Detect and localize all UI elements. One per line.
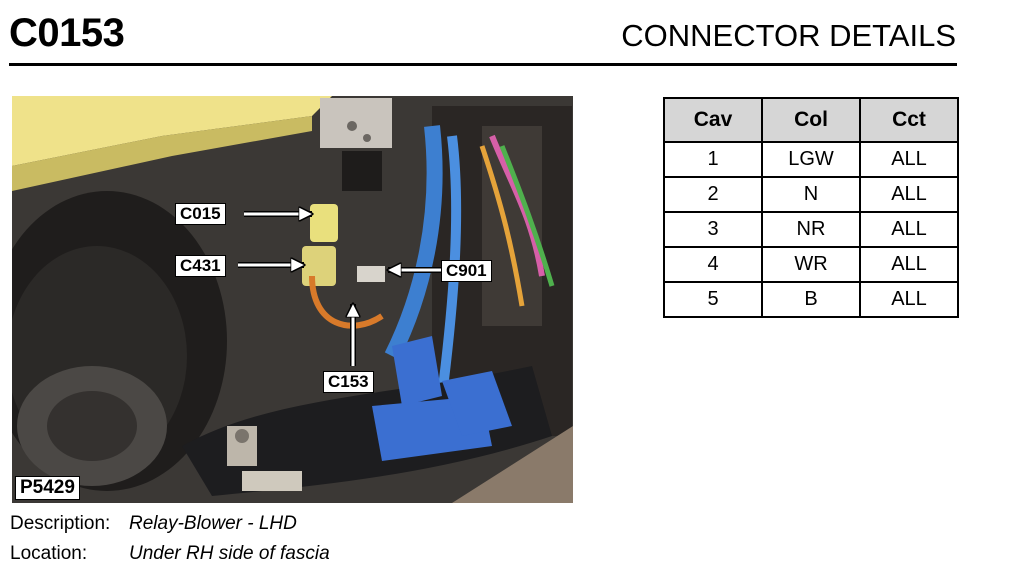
table-header-row: Cav Col Cct [663, 97, 959, 143]
table-row: 4 WR ALL [663, 246, 959, 283]
cell-cct: ALL [859, 281, 959, 318]
table-row: 2 N ALL [663, 176, 959, 213]
cell-col: NR [761, 211, 861, 248]
connector-code: C0153 [9, 11, 125, 55]
photo-id-label: P5429 [15, 476, 80, 500]
cell-cav: 4 [663, 246, 763, 283]
table-row: 3 NR ALL [663, 211, 959, 248]
callout-c901: C901 [441, 260, 492, 282]
column-header-col: Col [761, 97, 861, 143]
cell-cct: ALL [859, 141, 959, 178]
callout-c431: C431 [175, 255, 226, 277]
cell-col: LGW [761, 141, 861, 178]
callout-c015: C015 [175, 203, 226, 225]
column-header-cav: Cav [663, 97, 763, 143]
location-value: Under RH side of fascia [129, 543, 330, 564]
pin-table: Cav Col Cct 1 LGW ALL 2 N ALL 3 NR ALL 4… [663, 97, 959, 318]
description-line: Description: Relay-Blower - LHD [10, 512, 297, 536]
callout-c153: C153 [323, 371, 374, 393]
cell-cct: ALL [859, 246, 959, 283]
cell-cav: 5 [663, 281, 763, 318]
description-label: Description: [10, 513, 111, 534]
cell-col: N [761, 176, 861, 213]
cell-col: WR [761, 246, 861, 283]
description-value: Relay-Blower - LHD [129, 513, 297, 534]
location-line: Location: Under RH side of fascia [10, 542, 330, 566]
header-rule [9, 63, 957, 66]
cell-cav: 2 [663, 176, 763, 213]
connector-photo: C015 C431 C901 C153 P5429 [12, 96, 573, 503]
table-row: 1 LGW ALL [663, 141, 959, 178]
cell-cav: 3 [663, 211, 763, 248]
column-header-cct: Cct [859, 97, 959, 143]
table-row: 5 B ALL [663, 281, 959, 318]
cell-cct: ALL [859, 211, 959, 248]
cell-cav: 1 [663, 141, 763, 178]
photo-illustration [12, 96, 573, 503]
cell-cct: ALL [859, 176, 959, 213]
page-heading: CONNECTOR DETAILS [621, 18, 956, 53]
cell-col: B [761, 281, 861, 318]
location-label: Location: [10, 543, 88, 564]
